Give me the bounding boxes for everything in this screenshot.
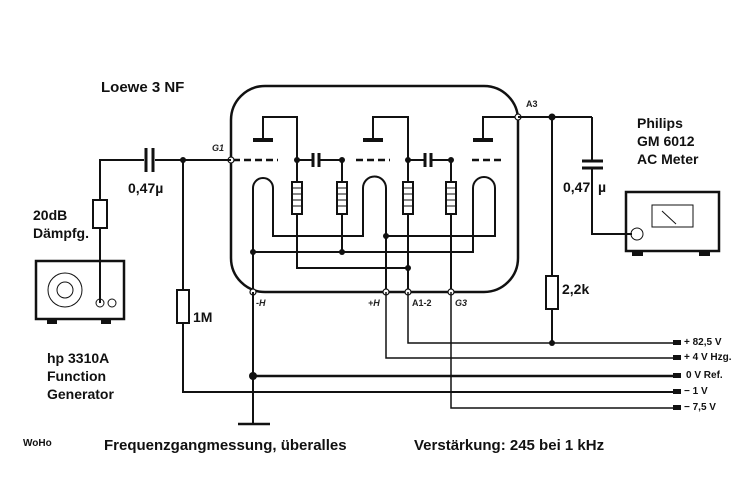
title: Loewe 3 NF: [101, 79, 185, 96]
rail-label-minus7v: − 7,5 V: [684, 402, 716, 413]
pin-a3: A3: [526, 99, 538, 109]
output-capacitor-label: 0,47: [563, 179, 591, 195]
meter-label: Philips GM 6012 AC Meter: [637, 114, 698, 168]
load-resistor-label: 2,2k: [562, 281, 590, 297]
tube-envelope: [229, 84, 520, 294]
meter-line: AC Meter: [637, 151, 699, 167]
attenuator-label: 20dB Dämpfg.: [33, 206, 89, 242]
generator-label: hp 3310A Function Generator: [47, 349, 114, 403]
generator-line: hp 3310A: [47, 350, 110, 366]
output-capacitor-unit: µ: [598, 179, 607, 195]
rail-label-82v: + 82,5 V: [684, 337, 722, 348]
generator-line: Function: [47, 368, 107, 384]
input-capacitor-label: 0,47µ: [128, 180, 164, 196]
pin-g1: G1: [212, 143, 225, 153]
author: WoHo: [23, 438, 52, 449]
gain-label: Verstärkung: 245 bei 1 kHz: [414, 437, 605, 454]
internal-coupling: [227, 113, 522, 296]
pin-minus-h: -H: [256, 298, 266, 308]
function-generator-icon[interactable]: [34, 259, 126, 324]
caption: Frequenzgangmessung, überalles: [104, 437, 347, 454]
anodes: [253, 116, 518, 160]
rail-label-minus1v: − 1 V: [684, 386, 708, 397]
attenuator-line: Dämpfg.: [33, 225, 89, 241]
meter-line: Philips: [637, 115, 683, 131]
output-network: [518, 113, 632, 343]
grid-resistor-label: 1M: [193, 309, 213, 325]
input-network: [92, 148, 680, 393]
rail-label-0v: 0 V Ref.: [686, 370, 723, 381]
pin-g3: G3: [455, 298, 468, 308]
pin-plus-h: +H: [368, 298, 380, 308]
ac-meter-icon[interactable]: [624, 190, 721, 256]
rail-label-4v: + 4 V Hzg.: [684, 352, 732, 363]
pin-a12: A1-2: [412, 298, 432, 308]
generator-line: Generator: [47, 386, 114, 402]
attenuator-line: 20dB: [33, 207, 68, 223]
supply-rails: [238, 292, 681, 426]
meter-line: GM 6012: [637, 133, 695, 149]
